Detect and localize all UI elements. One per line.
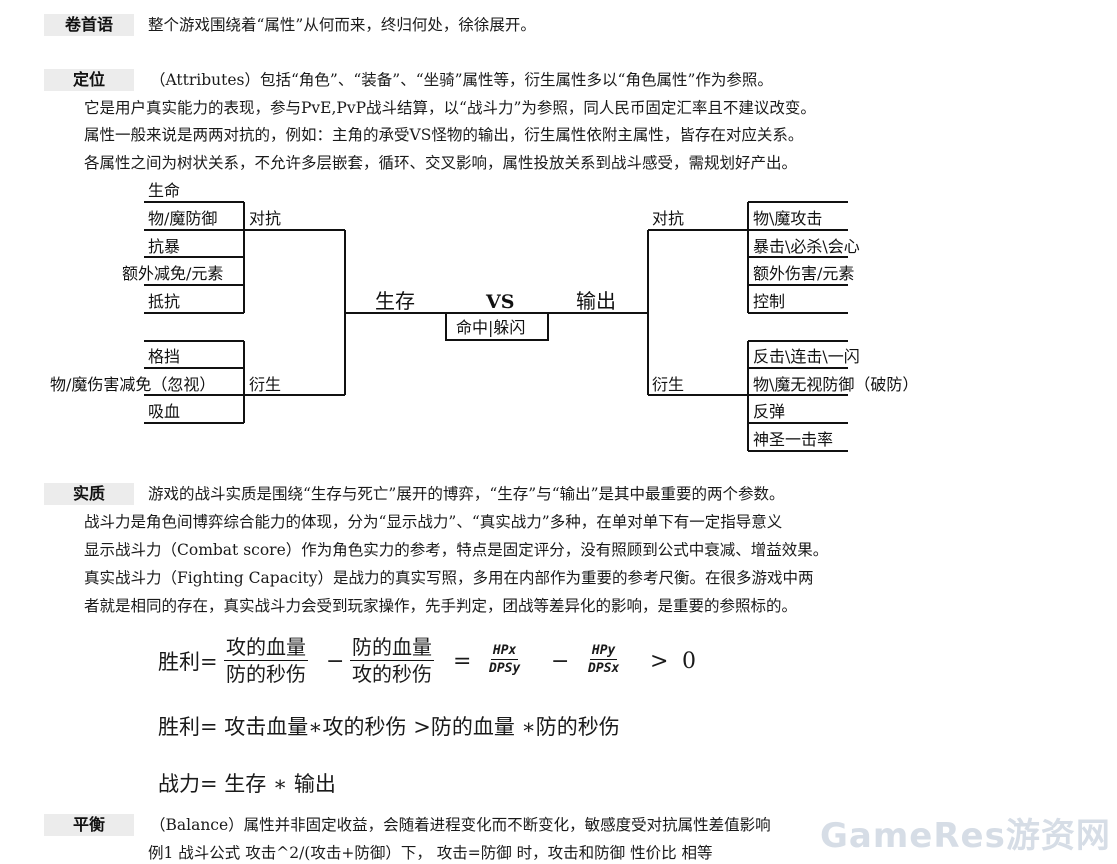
formula-victory-product: 胜利= 攻击血量∗攻的秒伤 >防的血量 ∗防的秒伤 (158, 715, 620, 739)
left-derive-item: 物/魔伤害减免（忽视） (50, 375, 215, 394)
section-label-balance: 平衡 (44, 814, 134, 836)
center-hit-dodge-box: 命中|躲闪 (456, 318, 525, 337)
right-oppose-item: 物\魔攻击 (753, 209, 822, 228)
left-oppose-item: 物/魔防御 (148, 209, 217, 228)
left-oppose-item: 生命 (148, 181, 180, 200)
right-oppose-label: 对抗 (652, 209, 684, 228)
positioning-line-2: 它是用户真实能力的表现，参与PvE,PvP战斗结算，以“战斗力”为参照，同人民币… (84, 99, 816, 117)
formula1-fraction-1: 攻的血量 防的秒伤 (224, 634, 308, 687)
left-derive-item: 格挡 (148, 347, 180, 366)
fraction-denominator: 攻的秒伤 (352, 662, 432, 686)
formula1-fraction-4: HPy DPSx (588, 642, 619, 677)
balance-line-2: 例1 战斗公式 攻击^2/(攻击+防御）下， 攻击=防御 时，攻击和防御 性价比… (148, 844, 713, 862)
formula1-minus-2: − (551, 649, 570, 674)
formula1-fraction-2: 防的血量 攻的秒伤 (350, 634, 434, 687)
right-derive-item: 反击\连击\一闪 (753, 347, 860, 366)
section-label-preface: 卷首语 (44, 14, 134, 36)
right-derive-item: 神圣一击率 (753, 430, 833, 449)
formula1-greater-than: > (650, 649, 669, 674)
attribute-tree-diagram: 生命 物/魔防御 抗暴 额外减免/元素 抵抗 对抗 格挡 物/魔伤害减免（忽视）… (50, 181, 918, 452)
fraction-denominator: DPSx (588, 661, 620, 676)
right-oppose-item: 控制 (753, 292, 785, 311)
center-vs-label: VS (485, 291, 514, 313)
positioning-line-4: 各属性之间为树状关系，不允许多层嵌套，循环、交叉影响，属性投放关系到战斗感受，需… (84, 154, 798, 172)
right-oppose-item: 额外伤害/元素 (753, 264, 854, 283)
essence-line-5: 者就是相同的存在，真实战斗力会受到玩家操作，先手判定，团战等差异化的影响，是重要… (84, 597, 798, 615)
section-label-essence: 实质 (44, 483, 134, 505)
right-oppose-item: 暴击\必杀\会心 (753, 237, 860, 256)
left-oppose-item: 额外减免/元素 (122, 264, 223, 283)
left-derive-label: 衍生 (249, 375, 281, 394)
fraction-numerator: HPy (589, 643, 618, 660)
right-derive-item: 反弹 (753, 402, 785, 421)
fraction-numerator: 防的血量 (350, 635, 434, 661)
section-label-positioning: 定位 (44, 69, 134, 91)
essence-line-4: 真实战斗力（Fighting Capacity）是战力的真实写照，多用在内部作为… (84, 569, 814, 587)
fraction-numerator: 攻的血量 (224, 635, 308, 661)
positioning-line-3: 属性一般来说是两两对抗的，例如：主角的承受VS怪物的输出，衍生属性依附主属性，皆… (84, 126, 804, 144)
essence-line-2: 战斗力是角色间博弈综合能力的体现，分为“显示战力”、“真实战力”多种，在单对单下… (84, 513, 783, 531)
formula-combat-power: 战力= 生存 ∗ 输出 (158, 772, 336, 796)
essence-line-1: 游戏的战斗实质是围绕“生存与死亡”展开的博弈，“生存”与“输出”是其中最重要的两… (148, 485, 785, 503)
formula1-minus: − (326, 649, 345, 674)
essence-line-3: 显示战斗力（Combat score）作为角色实力的参考，特点是固定评分，没有照… (84, 541, 829, 559)
formula1-rhs: 0 (682, 649, 696, 674)
right-derive-item: 物\魔无视防御（破防） (753, 375, 918, 394)
formula1-fraction-3: HPx DPSy (489, 642, 520, 677)
left-oppose-label: 对抗 (249, 209, 281, 228)
fraction-denominator: DPSy (489, 661, 521, 676)
left-oppose-item: 抵抗 (148, 292, 180, 311)
center-output-label: 输出 (576, 289, 616, 313)
preface-text: 整个游戏围绕着“属性”从何而来，终归何处，徐徐展开。 (148, 16, 536, 34)
watermark-logo: GameRes游资网 (820, 816, 1111, 856)
formula1-equals: = (453, 649, 472, 674)
left-oppose-item: 抗暴 (148, 237, 180, 256)
fraction-numerator: HPx (490, 643, 519, 660)
positioning-line-1: （Attributes）包括“角色”、“装备”、“坐骑”属性等，衍生属性多以“角… (150, 71, 773, 89)
fraction-denominator: 防的秒伤 (226, 662, 306, 686)
center-survival-label: 生存 (375, 289, 415, 313)
left-derive-item: 吸血 (148, 402, 180, 421)
balance-line-1: （Balance）属性并非固定收益，会随着进程变化而不断变化，敏感度受对抗属性差… (150, 816, 771, 834)
right-derive-label: 衍生 (652, 375, 684, 394)
formula1-lhs: 胜利= (158, 650, 218, 674)
